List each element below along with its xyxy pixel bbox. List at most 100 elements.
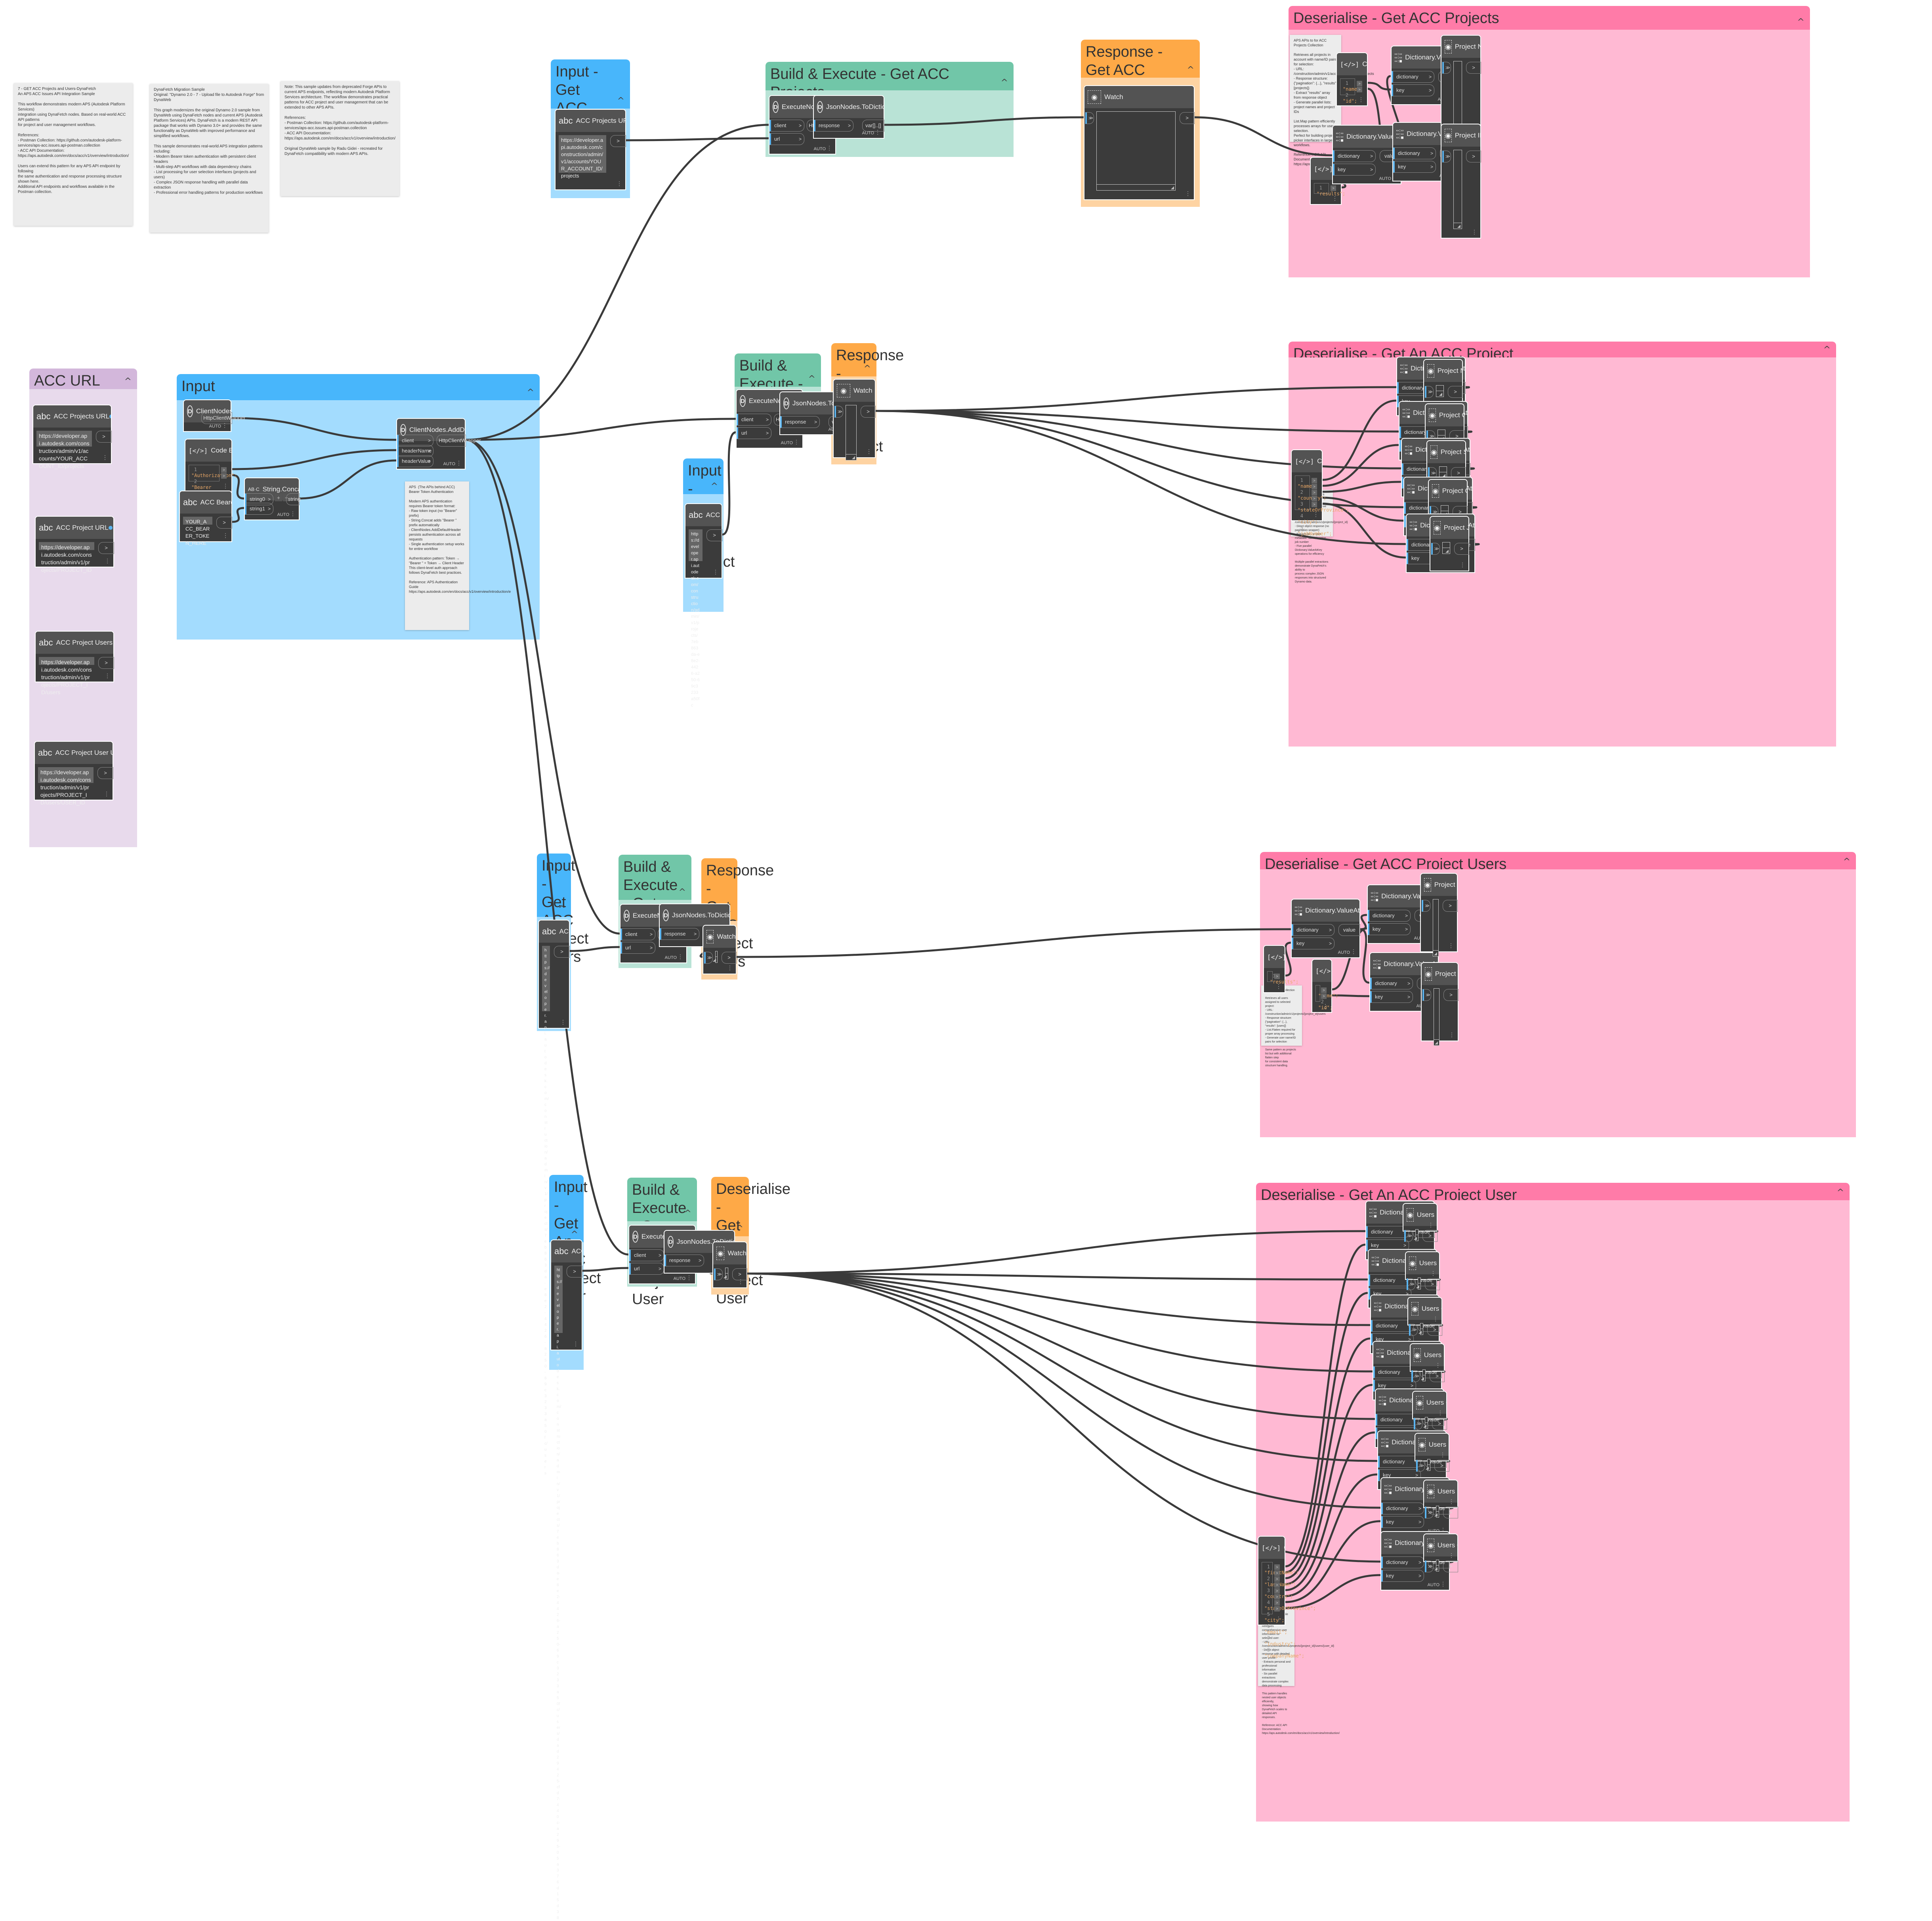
input-port-chev[interactable]: >> bbox=[1409, 1324, 1418, 1336]
output-port-out[interactable]: > bbox=[1443, 989, 1459, 1001]
input-port-key[interactable]: key> bbox=[1333, 164, 1376, 176]
output-port-httpclientwrapper[interactable]: HttpClientWrapper bbox=[437, 435, 481, 447]
node-menu-icon[interactable]: ⋮ bbox=[573, 1340, 578, 1347]
resize-handle-icon[interactable] bbox=[1454, 223, 1462, 229]
code-block-node[interactable]: [</>]Code Block1"results";>⋮ bbox=[1263, 945, 1298, 993]
input-port-dictionary[interactable]: dictionary> bbox=[1381, 1556, 1424, 1568]
watch-node[interactable]: ◉Project Users IDs>>>⋮ bbox=[1421, 962, 1459, 1046]
collapse-chevron-icon[interactable]: ^ bbox=[684, 1209, 691, 1218]
input-port-client[interactable]: client> bbox=[397, 435, 433, 447]
input-port-key[interactable]: key> bbox=[1392, 84, 1434, 96]
input-port-chev[interactable]: >> bbox=[1425, 1507, 1434, 1518]
watch-node[interactable]: ◉Project Job Number>>>⋮ bbox=[1430, 516, 1469, 571]
input-port-client[interactable]: client> bbox=[620, 928, 655, 940]
string-value-field[interactable]: https://developer.api.autodesk.com/const… bbox=[542, 946, 550, 1476]
code-output-port[interactable]: > bbox=[1357, 87, 1362, 92]
code-output-port[interactable]: > bbox=[1274, 1582, 1280, 1588]
watch-output-display[interactable] bbox=[1423, 1417, 1428, 1429]
note-migration[interactable]: DynaFetch Migration Sample Original: "Dy… bbox=[150, 84, 269, 233]
node-menu-icon[interactable]: ⋮ bbox=[727, 964, 733, 971]
node-menu-icon[interactable]: ⋮ bbox=[290, 510, 296, 517]
group-header[interactable]: Input - Get An ACC Project User^ bbox=[549, 1175, 601, 1305]
node-menu-icon[interactable]: ⋮ bbox=[102, 454, 108, 460]
code-output-port[interactable]: > bbox=[221, 467, 227, 473]
node-menu-icon[interactable]: ⋮ bbox=[686, 1274, 692, 1281]
collapse-chevron-icon[interactable]: ^ bbox=[736, 1224, 743, 1234]
output-port-value[interactable]: value bbox=[1338, 924, 1360, 936]
node-menu-icon[interactable]: ⋮ bbox=[1185, 190, 1191, 197]
code-editor[interactable]: 1"Authorization";2"Bearer "; bbox=[189, 465, 237, 496]
output-port-out[interactable]: > bbox=[554, 946, 570, 958]
output-port-out[interactable]: > bbox=[98, 542, 114, 554]
string-value-field[interactable]: YOUR_ACC_BEARER_TOKEN_HERE bbox=[183, 517, 212, 546]
node-menu-icon[interactable]: ⋮ bbox=[105, 672, 110, 679]
node-menu-icon[interactable]: ⋮ bbox=[1435, 1362, 1441, 1368]
watch-output-display[interactable] bbox=[1426, 1459, 1430, 1471]
output-port-out[interactable]: > bbox=[1454, 543, 1469, 555]
collapse-chevron-icon[interactable]: ^ bbox=[710, 481, 718, 491]
code-editor[interactable]: 1"name";2"country";3"stateOrProvince";4"… bbox=[1295, 475, 1349, 537]
input-port-dictionary[interactable]: dictionary> bbox=[1381, 1503, 1424, 1514]
code-block-node[interactable]: [</>]Code Block1"name";2"id";>>⋮ bbox=[1312, 959, 1338, 1013]
collapse-chevron-icon[interactable]: ^ bbox=[124, 376, 132, 386]
node-header[interactable]: ◉Users First Name bbox=[1403, 1204, 1437, 1226]
input-port-chev[interactable]: >> bbox=[714, 1268, 723, 1280]
node-menu-icon[interactable]: ⋮ bbox=[1438, 1409, 1443, 1416]
output-port-out[interactable]: > bbox=[1443, 900, 1458, 912]
add-input-button[interactable]: + bbox=[275, 494, 282, 501]
node-menu-icon[interactable]: ⋮ bbox=[104, 791, 109, 797]
resize-handle-icon[interactable] bbox=[1423, 1423, 1428, 1428]
json-to-dictionary-node[interactable]: DJsonNodes.ToDictionaryresponse>var[]..[… bbox=[813, 95, 884, 139]
code-output-port[interactable]: > bbox=[1312, 496, 1317, 501]
node-header[interactable]: ◉Project Name bbox=[1424, 360, 1462, 382]
output-port-out[interactable]: > bbox=[96, 431, 112, 443]
watch-node[interactable]: ◉Users Industry>>>⋮ bbox=[1423, 1480, 1458, 1518]
output-port-out[interactable]: > bbox=[1434, 1460, 1449, 1472]
watch-output-display[interactable] bbox=[1433, 899, 1439, 957]
watch-output-display[interactable] bbox=[846, 405, 857, 460]
group-header[interactable]: Deserialise - Get An ACC Project User^ bbox=[1256, 1183, 1850, 1203]
group-des-user[interactable]: Deserialise - Get An ACC Project User^ bbox=[1256, 1183, 1850, 1822]
group-header[interactable]: Deserialise - Get ACC Project Users^ bbox=[1260, 852, 1856, 873]
node-menu-icon[interactable]: ⋮ bbox=[827, 145, 832, 151]
input-port-key[interactable]: key> bbox=[1381, 1516, 1424, 1528]
group-des-project[interactable]: Deserialise - Get An ACC Project^ bbox=[1289, 342, 1836, 747]
code-output-port[interactable]: > bbox=[1312, 484, 1317, 489]
node-menu-icon[interactable]: ⋮ bbox=[223, 532, 228, 538]
node-menu-icon[interactable]: ⋮ bbox=[560, 1019, 566, 1025]
node-header[interactable]: ◉Users Company Name bbox=[1424, 1534, 1457, 1556]
input-port-key[interactable]: key> bbox=[1368, 923, 1411, 935]
node-header[interactable]: ◉Users State or Procvince bbox=[1411, 1344, 1444, 1366]
output-port-out[interactable]: > bbox=[1427, 1324, 1442, 1336]
watch-node[interactable]: ◉Watch>>>⋮ bbox=[703, 925, 737, 974]
code-output-port[interactable]: > bbox=[1321, 993, 1327, 999]
code-editor[interactable]: 1"name";2"id"; bbox=[1315, 985, 1338, 1010]
node-header[interactable]: ◉Project IDs bbox=[1441, 124, 1480, 147]
node-menu-icon[interactable]: ⋮ bbox=[617, 180, 622, 187]
node-menu-icon[interactable]: ⋮ bbox=[1276, 1615, 1281, 1622]
resize-handle-icon[interactable] bbox=[1426, 1465, 1430, 1470]
node-menu-icon[interactable]: ⋮ bbox=[794, 439, 799, 445]
string-value-field[interactable]: https://developer.api.autodesk.com/const… bbox=[689, 529, 703, 708]
node-header[interactable]: ◉Users Industry bbox=[1424, 1480, 1457, 1503]
input-port-url[interactable]: url> bbox=[737, 427, 771, 439]
node-menu-icon[interactable]: ⋮ bbox=[1449, 1498, 1454, 1505]
watch-output-display[interactable] bbox=[1096, 111, 1176, 191]
output-port-out[interactable]: > bbox=[97, 767, 113, 779]
node-header[interactable]: ◉Watch bbox=[834, 380, 875, 402]
string-value-field[interactable]: https://developer.api.autodesk.com/const… bbox=[554, 1266, 563, 1920]
input-port-chev[interactable]: >> bbox=[1431, 543, 1440, 555]
node-menu-icon[interactable]: ⋮ bbox=[223, 483, 228, 489]
node-menu-icon[interactable]: ⋮ bbox=[1460, 561, 1465, 568]
output-port-var[interactable]: var[]..[] bbox=[862, 120, 884, 132]
resize-handle-icon[interactable] bbox=[1443, 548, 1450, 554]
watch-node[interactable]: ◉Users Last Name>>>⋮ bbox=[1405, 1251, 1440, 1290]
code-output-port[interactable]: > bbox=[1312, 490, 1317, 495]
node-header[interactable]: ◉Project Users IDs bbox=[1422, 963, 1458, 985]
node-header[interactable]: ◉Project Job Number bbox=[1430, 517, 1468, 539]
